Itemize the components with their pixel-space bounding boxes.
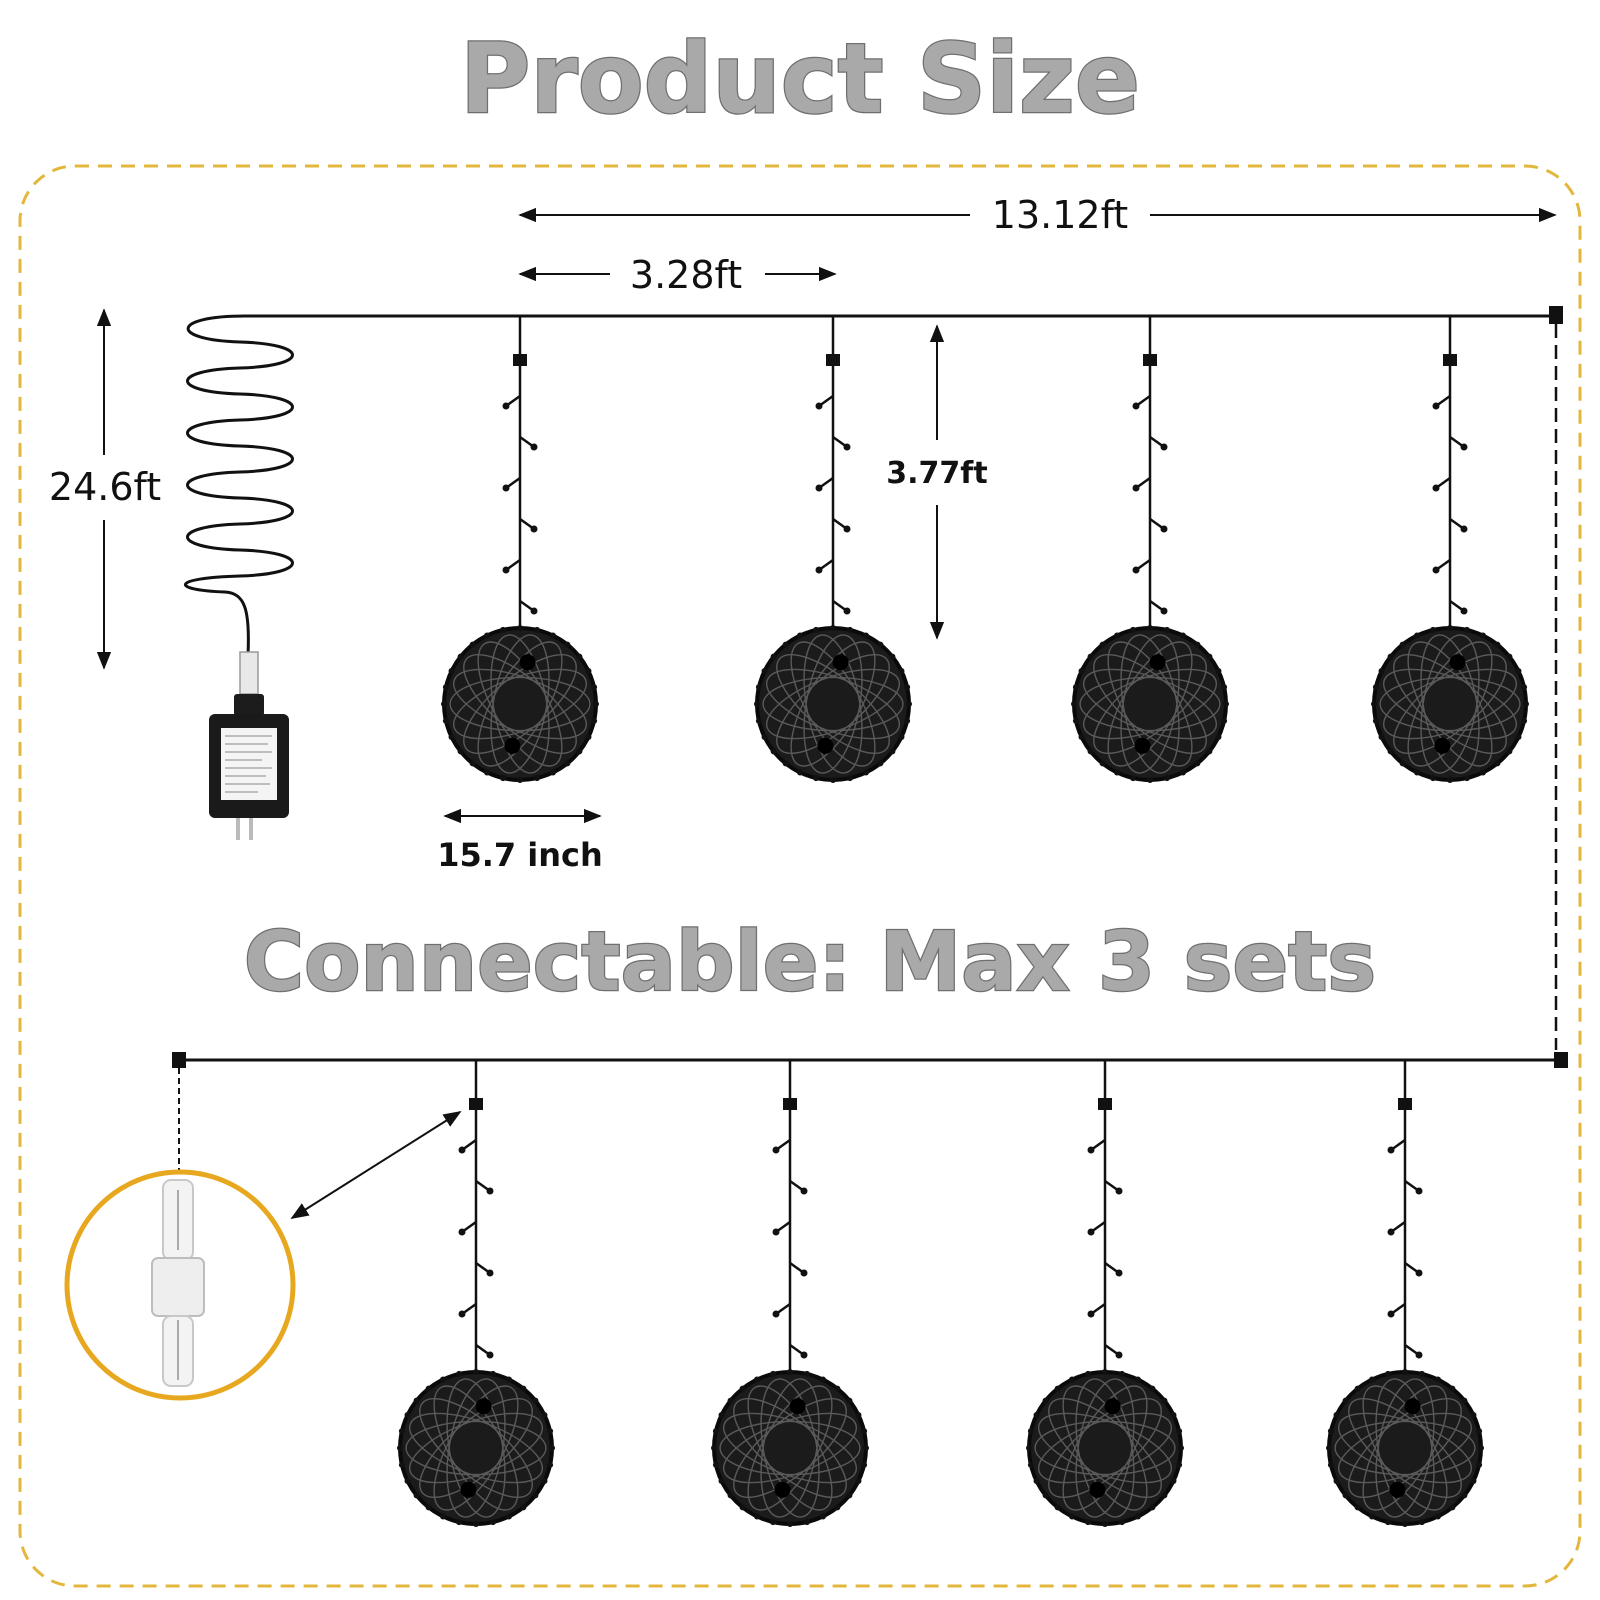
dimension-lead-wire: 24.6ft — [49, 308, 161, 670]
dimension-ball-diameter: 15.7 inch — [437, 808, 603, 874]
rattan-ball-icon — [441, 625, 599, 783]
rattan-ball-icon — [1326, 1369, 1484, 1527]
rattan-ball-icon — [397, 1369, 555, 1527]
drop-length-label: 3.77ft — [886, 456, 987, 491]
hanging-ball-strand — [441, 316, 599, 783]
rattan-ball-icon — [1026, 1369, 1184, 1527]
rattan-ball-icon — [1071, 625, 1229, 783]
set-link — [1549, 306, 1563, 1050]
dashed-frame — [18, 164, 1582, 1588]
connector-closeup-icon — [64, 1169, 296, 1401]
lower-set-wire — [172, 1052, 1568, 1170]
dimension-ball-spacing: 3.28ft — [518, 253, 837, 297]
hanging-ball-strand — [1326, 1060, 1484, 1527]
hanging-ball-strand — [1026, 1060, 1184, 1527]
ball-diameter-label: 15.7 inch — [437, 836, 603, 874]
total-length-label: 13.12ft — [992, 193, 1128, 237]
page-title: Product Size — [460, 23, 1140, 135]
hanging-ball-strand — [1071, 316, 1229, 783]
hanging-ball-strand — [397, 1060, 555, 1527]
rattan-ball-icon — [711, 1369, 869, 1527]
connector-pointer — [290, 1111, 462, 1219]
dimension-total-length: 13.12ft — [518, 193, 1557, 237]
lead-wire-label: 24.6ft — [49, 465, 161, 509]
hanging-ball-strand — [711, 1060, 869, 1527]
power-adapter-icon — [209, 651, 289, 840]
rattan-ball-icon — [754, 625, 912, 783]
ball-spacing-label: 3.28ft — [630, 253, 742, 297]
hanging-ball-strand — [1371, 316, 1529, 783]
coiled-wire-icon — [184, 314, 1556, 656]
rattan-ball-icon — [1371, 625, 1529, 783]
hanging-ball-strand — [754, 316, 912, 783]
dimension-drop-length: 3.77ft — [886, 324, 988, 640]
connectable-caption: Connectable: Max 3 sets — [244, 915, 1376, 1010]
